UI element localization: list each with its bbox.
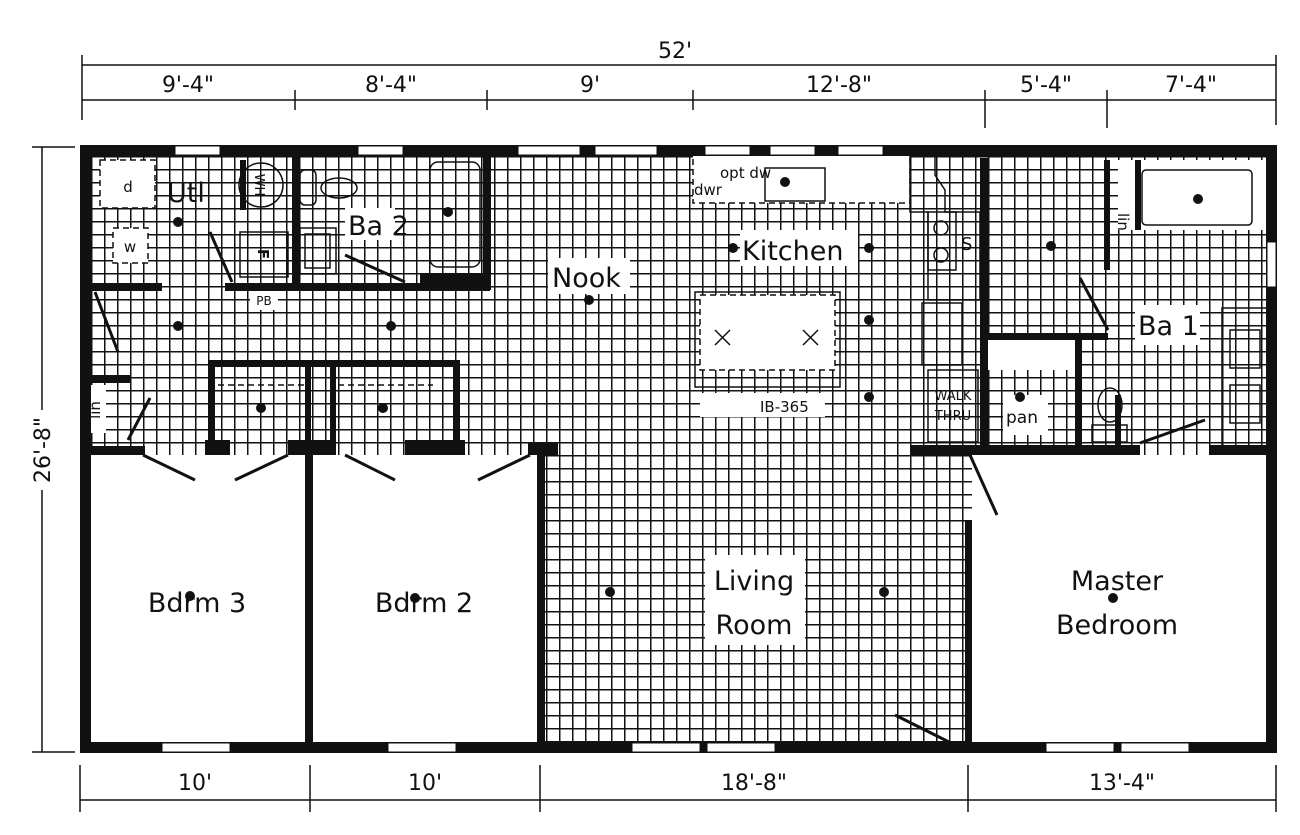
pb-label: PB: [256, 294, 271, 308]
refrigerator: [921, 302, 963, 366]
depth-dimension: 26'-8": [28, 146, 75, 753]
tub-ba1: [1141, 169, 1253, 226]
room-label-utility: Utl: [167, 178, 205, 209]
linen-label: lin: [1114, 213, 1132, 231]
bottom-segment-dimensions: 10' 10' 18'-8" 13'-4": [79, 765, 1277, 812]
water-heater: [238, 162, 284, 208]
walk-thru-label-1: WALK: [935, 389, 972, 404]
walk-thru: [927, 369, 979, 443]
room-label-master-2: Bedroom: [1056, 610, 1178, 641]
top-segment-dimensions: 9'-4" 8'-4" 9' 12'-8" 5'-4" 7'-4": [82, 73, 1276, 128]
room-label-bedroom-2: Bdrm 2: [375, 588, 473, 619]
light-fixtures: [173, 217, 1118, 603]
dim-top-6: 7'-4": [1165, 73, 1217, 98]
dim-bottom-1: 10': [178, 771, 212, 796]
room-label-bath-2: Ba 2: [348, 211, 409, 242]
toilet-ba2: [320, 177, 358, 199]
room-label-master-1: Master: [1071, 566, 1164, 597]
range: [927, 211, 957, 271]
washer: [112, 227, 149, 264]
dim-bottom-4: 13'-4": [1089, 771, 1155, 796]
dim-bottom-2: 10': [408, 771, 442, 796]
washer-label: w: [124, 238, 136, 256]
pantry-label: pan: [1006, 408, 1038, 428]
stove-label: S: [961, 234, 972, 255]
opt-dw-label: opt dw: [720, 164, 771, 182]
water-heater-label: WH: [251, 174, 266, 197]
doors: [93, 231, 1206, 747]
kitchen-counter: [692, 154, 911, 204]
dim-top-1: 9'-4": [162, 73, 214, 98]
tub-ba2: [429, 161, 481, 268]
dryer: [99, 159, 156, 209]
dim-top-5: 5'-4": [1020, 73, 1072, 98]
dim-top-4: 12'-8": [806, 73, 872, 98]
furnace: [239, 231, 289, 278]
dryer-label: d: [123, 178, 133, 196]
sink-ba2: [299, 227, 337, 275]
island-label: IB-365: [760, 398, 809, 416]
room-label-nook: Nook: [552, 263, 621, 294]
room-label-living-2: Room: [716, 610, 793, 641]
room-label-bedroom-3: Bdrm 3: [148, 588, 246, 619]
dim-top-2: 8'-4": [365, 73, 417, 98]
room-label-living-1: Living: [714, 566, 794, 597]
bedroom-2-floor: [312, 455, 538, 745]
dim-top-3: 9': [580, 73, 600, 98]
dwr-label: dwr: [694, 181, 723, 199]
bedroom-3-floor: [88, 455, 306, 745]
windows: [161, 145, 1277, 753]
master-bedroom-floor: [972, 455, 1270, 745]
top-overall-dimension: 52': [81, 38, 1277, 125]
overall-width-label: 52': [658, 39, 692, 64]
kitchen-island: [694, 291, 841, 388]
kitchen-sink: [764, 167, 826, 202]
toilet-ba1: [1097, 387, 1123, 423]
room-label-kitchen: Kitchen: [742, 236, 843, 267]
dim-bottom-3: 18'-8": [721, 771, 787, 796]
furnace-label: F: [254, 249, 272, 259]
walk-thru-label-2: THRU: [934, 409, 971, 424]
room-label-bath-1: Ba 1: [1138, 311, 1199, 342]
depth-label: 26'-8": [31, 417, 56, 483]
